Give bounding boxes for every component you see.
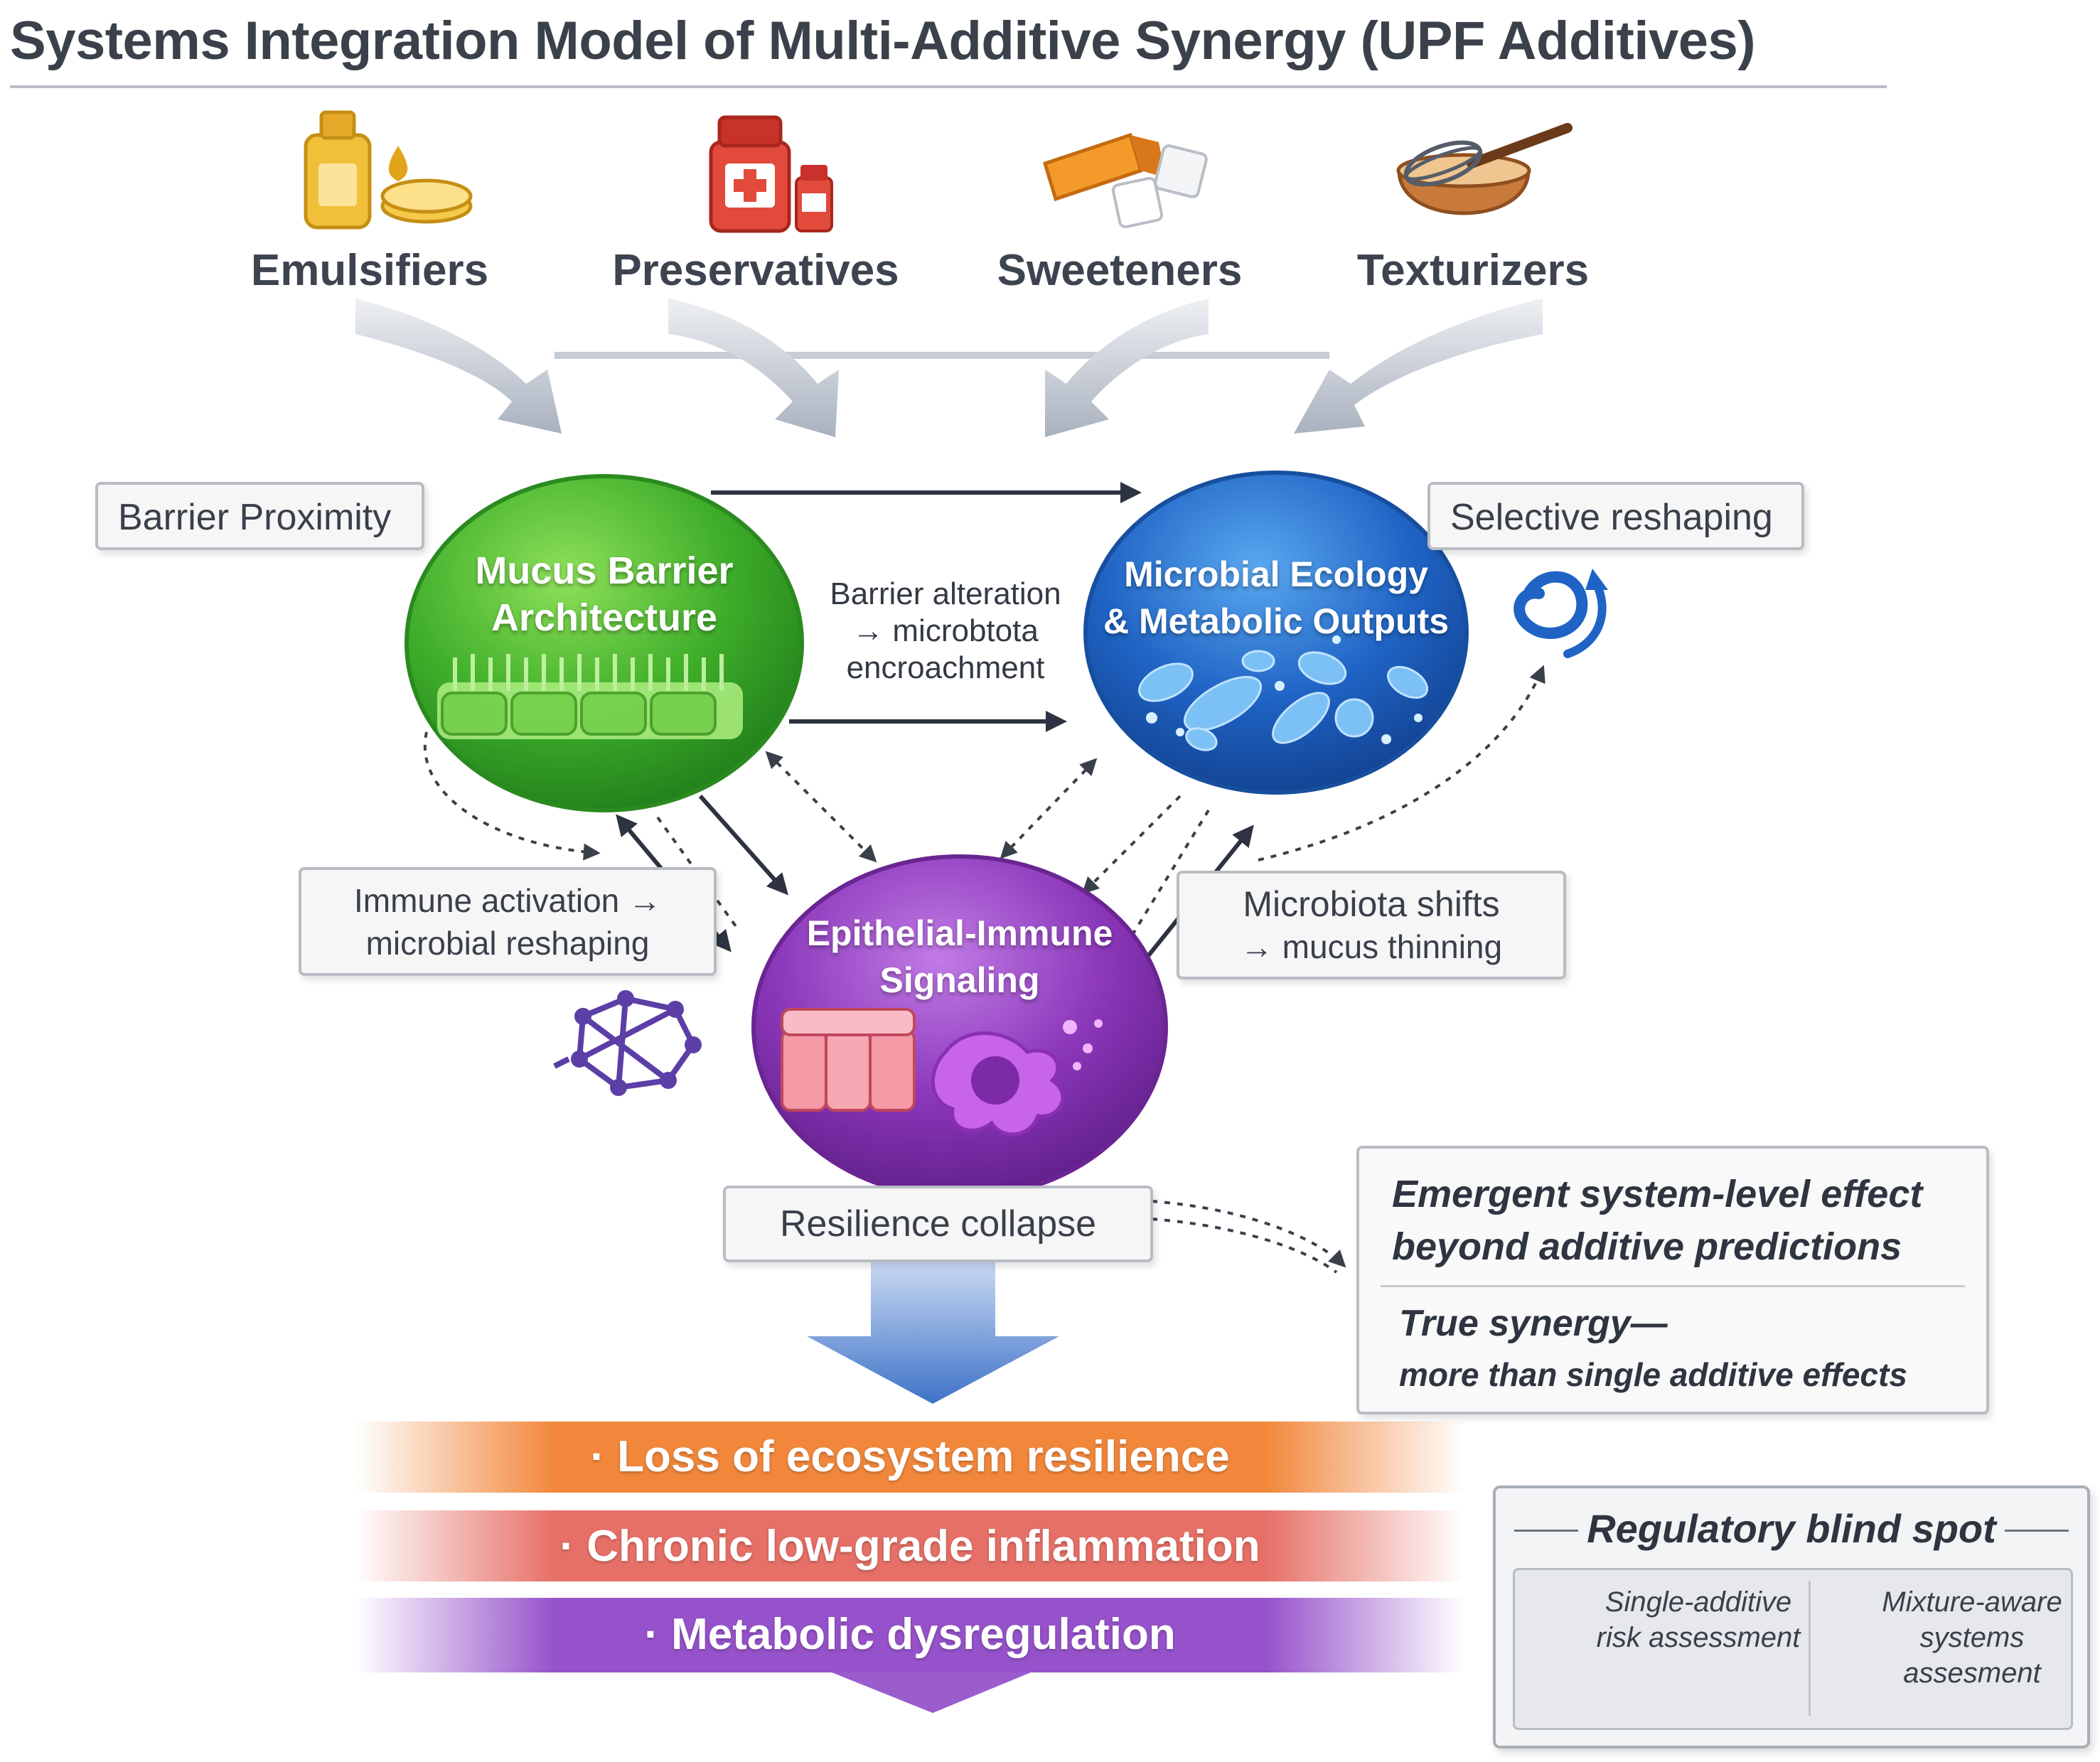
barrier-alteration-line3: encroachment [846,650,1045,685]
microbial-ecology-title-line1: Microbial Ecology [1124,554,1428,594]
additive-label-preservatives: Preservatives [612,246,899,295]
whisk-bowl-icon [1396,123,1573,215]
medicine-bottle-icon [709,115,833,233]
immune-activation-line2: microbial reshaping [365,925,650,962]
mucus-barrier-node [405,474,804,812]
selective-reshaping-callout: Selective reshaping [1427,482,1804,550]
molecule-network-icon [553,990,702,1096]
additive-label-texturizers: Texturizers [1356,246,1590,295]
mucus-barrier-title: Mucus Barrier Architecture [427,547,782,641]
page-title: Systems Integration Model of Multi-Addit… [10,11,1756,71]
immune-activation-callout: Immune activation → microbial reshaping [299,867,717,976]
immune-activation-line1: Immune activation → [353,882,662,919]
emergent-effect-box: Emergent system-level effect beyond addi… [1356,1146,1989,1414]
epithelial-immune-title: Epithelial-Immune Signaling [775,910,1145,1004]
single-additive-label: Single-additive risk assessment [1595,1584,1801,1655]
flow-down-arrow [807,1262,1059,1404]
additive-input-arrows [355,299,1543,437]
single-additive-line2: risk assessment [1596,1622,1801,1653]
emergent-line2: beyond additive predictions [1392,1225,1902,1268]
outcome-metabolic-dysregulation: · Metabolic dysregulation [644,1610,1176,1659]
regulatory-divider [1809,1581,1811,1716]
oil-bottle-icon [304,110,473,230]
epithelial-immune-title-line2: Signaling [879,960,1040,1000]
outcome-loss-resilience: · Loss of ecosystem resilience [590,1432,1230,1481]
resilience-collapse-text: Resilience collapse [779,1203,1097,1245]
microbial-ecology-title-line2: & Metabolic Outputs [1103,601,1450,641]
outcome-bands [355,1422,1464,1713]
mixture-aware-label: Mixture-aware systems assesment [1865,1584,2079,1691]
swirl-icon [1514,569,1608,658]
mucus-barrier-title-line1: Mucus Barrier [475,549,734,592]
microbial-ecology-node [1083,471,1469,795]
additive-label-sweeteners: Sweeteners [997,246,1243,295]
epithelial-immune-node [751,854,1168,1200]
mixture-aware-line2: systems [1919,1622,2025,1653]
emergent-line4: more than single additive effects [1399,1356,1907,1393]
mixture-aware-line1: Mixture-aware [1882,1586,2062,1618]
epithelial-immune-title-line1: Epithelial-Immune [806,913,1113,953]
microbiota-shifts-line2: → mucus thinning [1240,928,1503,965]
additive-label-emulsifiers: Emulsifiers [250,246,489,295]
single-additive-line1: Single-additive [1605,1586,1792,1618]
reg-title-rule-right [2005,1530,2069,1532]
microbial-ecology-title: Microbial Ecology & Metabolic Outputs [1095,551,1457,645]
barrier-alteration-label: Barrier alteration → microbtota encroach… [803,576,1088,687]
regulatory-comparison-panel [1513,1568,2073,1730]
barrier-alteration-line1: Barrier alteration [830,576,1061,611]
barrier-proximity-text: Barrier Proximity [118,497,392,538]
barrier-proximity-callout: Barrier Proximity [95,482,424,550]
microbiota-shifts-line1: Microbiota shifts [1243,884,1500,924]
title-divider [10,85,1887,88]
selective-reshaping-text: Selective reshaping [1450,497,1773,538]
mucus-barrier-title-line2: Architecture [491,596,718,639]
emergent-line3: True synergy— [1399,1303,1668,1344]
sugar-cubes-icon [1042,132,1208,229]
resilience-collapse-callout: Resilience collapse [723,1186,1153,1262]
regulatory-title: Regulatory blind spot [1587,1506,1996,1551]
microbiota-shifts-callout: Microbiota shifts → mucus thinning [1177,871,1566,979]
mixture-aware-line3: assesment [1903,1658,2041,1689]
emergent-divider [1381,1285,1965,1287]
emergent-line1: Emergent system-level effect [1392,1173,1923,1215]
regulatory-blind-spot-panel: Regulatory blind spot Single-additive ri… [1493,1486,2090,1748]
barrier-alteration-line2: → microbtota [852,613,1039,648]
outcome-chronic-inflammation: · Chronic low-grade inflammation [559,1522,1260,1571]
reg-title-rule-left [1514,1530,1578,1532]
